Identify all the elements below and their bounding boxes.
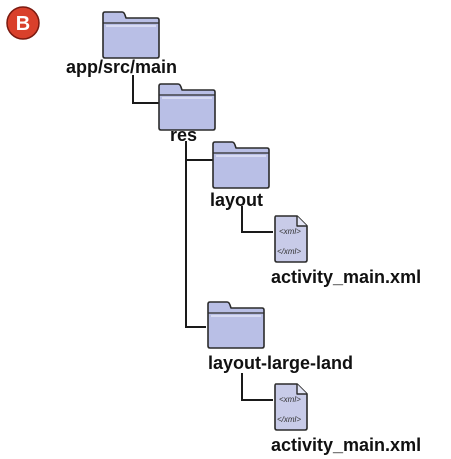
folder-icon xyxy=(102,11,160,59)
connector-res-children xyxy=(185,141,206,328)
tree-connectors xyxy=(132,75,273,401)
label-layout: layout xyxy=(210,190,264,210)
badge-letter: B xyxy=(16,13,30,35)
label-activity-main-xml: activity_main.xml xyxy=(271,435,422,455)
xml-close-tag: </xml> xyxy=(277,247,301,256)
xml-open-tag: <xml> xyxy=(279,395,301,404)
label-app-src-main: app/src/main xyxy=(66,57,178,77)
label-activity-main-xml: activity_main.xml xyxy=(271,267,422,287)
xml-close-tag: </xml> xyxy=(277,415,301,424)
xml-open-tag: <xml> xyxy=(279,227,301,236)
label-layout-large-land: layout-large-land xyxy=(208,353,354,373)
folder-icon xyxy=(207,301,265,349)
connector-layout-file xyxy=(241,206,273,233)
folder-icon xyxy=(212,141,270,189)
xml-file-icon: <xml> </xml> xyxy=(274,215,308,263)
label-res: res xyxy=(170,125,198,145)
folder-icon xyxy=(158,83,216,131)
badge-b: B xyxy=(6,6,40,40)
xml-file-icon: <xml> </xml> xyxy=(274,383,308,431)
connector-root-res xyxy=(132,75,159,104)
connector-lll-file xyxy=(241,373,273,401)
